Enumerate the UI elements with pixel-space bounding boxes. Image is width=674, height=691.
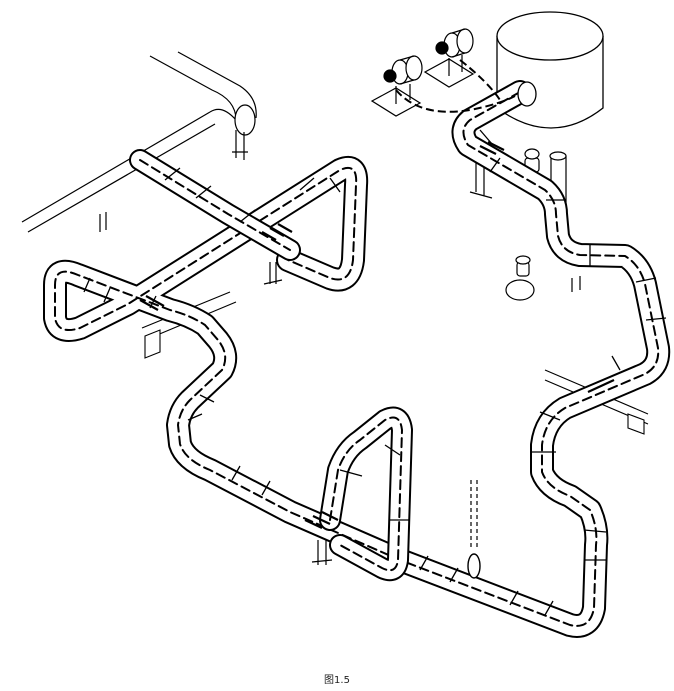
storage-tank [496,11,604,129]
tank-nozzle [517,81,537,107]
tracer-bands [139,141,615,529]
instrument-probe [470,480,478,548]
figure-caption: 图1.5 [324,675,350,686]
support-beam-2 [544,369,649,435]
cable-reel-2 [423,28,475,88]
cable-reel-1 [370,55,423,117]
isometric-pipe-tracing-drawing [21,11,671,638]
valve-lower [505,255,535,301]
reel-cables [395,59,516,113]
traced-pipe-run [43,80,671,638]
insulation-segments [83,129,667,616]
main-header-pipe [21,51,257,233]
expansion-loop [319,406,413,582]
pipe-flange [467,553,481,579]
header-branch [129,149,301,261]
pipe-supports [263,162,581,565]
